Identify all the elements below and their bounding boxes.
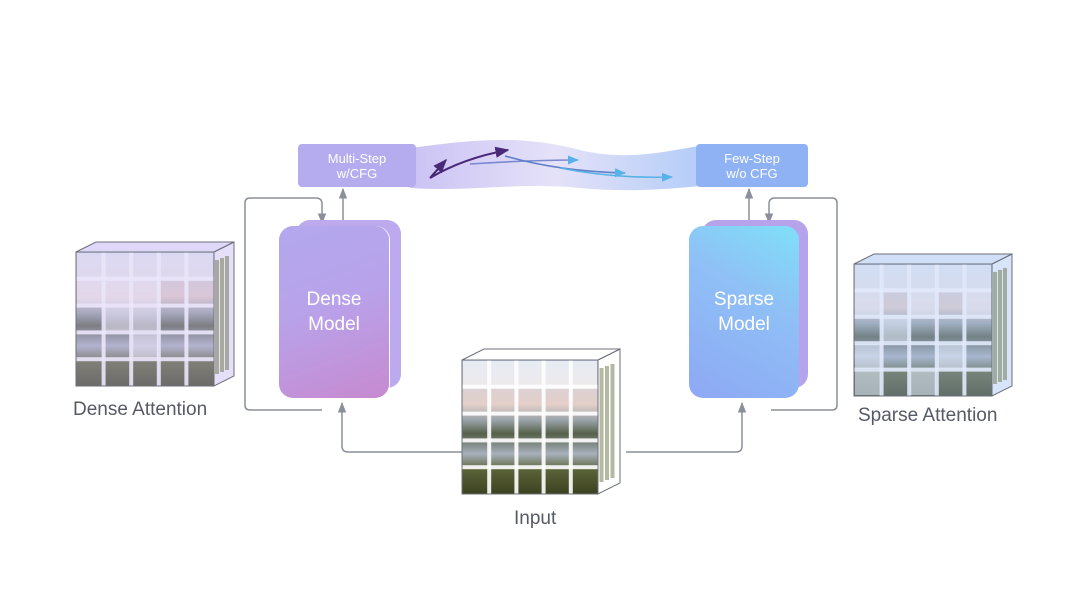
input-grid-gap <box>514 360 519 494</box>
dense-attention-caption: Dense Attention <box>73 399 208 420</box>
input-grid-gap <box>568 360 573 494</box>
few-step-line1: Few-Step <box>724 150 780 166</box>
sparse-grid-gap <box>907 264 912 396</box>
sparse-grid-gap <box>879 264 884 396</box>
sparse-masked-patch <box>937 344 964 369</box>
input-grid-gap <box>487 360 492 494</box>
dense-front-face <box>75 251 215 387</box>
input-top-face <box>461 348 621 361</box>
few-step-label: Few-Step w/o CFG <box>696 144 808 187</box>
dense-masked-patch <box>132 253 158 278</box>
few-step-line2: w/o CFG <box>726 165 778 181</box>
dense-model-line1: Dense <box>306 289 362 310</box>
sparse-top-face <box>853 253 1013 265</box>
input-caption: Input <box>514 508 557 529</box>
input-frame-edge <box>599 368 604 482</box>
input-grid-gap <box>462 465 598 470</box>
dense-masked-patch <box>104 253 131 278</box>
multi-step-line2: w/CFG <box>336 165 378 181</box>
dense-grid-gap <box>156 252 161 386</box>
input-masked-patch <box>463 361 489 386</box>
dense-masked-patch <box>132 306 158 332</box>
sparse-masked-patch <box>855 370 881 395</box>
sparse-masked-patch <box>882 317 909 343</box>
input-frame-edge <box>605 366 609 480</box>
sparse-model-line1: Sparse <box>713 289 775 310</box>
input-connectors <box>337 401 747 453</box>
sparse-tint <box>854 264 992 396</box>
dense-masked-patch <box>132 279 158 305</box>
sparse-grid-gap <box>962 264 967 396</box>
sparse-attention-caption: Sparse Attention <box>858 405 998 426</box>
input-frame-edge <box>610 364 615 478</box>
input-cube <box>461 348 621 495</box>
trajectory-band <box>410 139 700 191</box>
input-grid-gap <box>462 438 598 443</box>
sparse-masked-patch <box>910 265 936 290</box>
sparse-grid-gap <box>854 314 992 319</box>
input-grid-gap <box>462 384 598 389</box>
dense-attention-cube <box>75 241 235 387</box>
sparse-front-face <box>853 263 993 397</box>
dense-masked-patch <box>187 253 213 278</box>
dense-grid-gap <box>129 252 134 386</box>
dense-grid-gap <box>101 252 106 386</box>
sparse-masked-patch <box>910 370 936 395</box>
input-grid-gap <box>541 360 546 494</box>
dense-tint <box>76 252 214 386</box>
dense-grid-gap <box>76 330 214 335</box>
sparse-model-box: Sparse Model <box>689 226 799 398</box>
input-masked-patch <box>571 361 597 386</box>
sparse-masked-patch <box>937 265 964 290</box>
input-masked-patch <box>517 361 543 386</box>
dense-connectors <box>244 187 348 411</box>
dense-frame-edge <box>215 260 219 374</box>
dense-masked-patch <box>104 306 131 332</box>
dense-model-line2: Model <box>308 314 360 335</box>
input-masked-patch <box>544 361 570 386</box>
dense-masked-patch <box>77 253 103 278</box>
dense-masked-patch <box>77 279 103 305</box>
sparse-grid-gap <box>854 288 992 293</box>
dense-model-box: Dense Model <box>279 226 389 398</box>
sparse-masked-patch <box>855 344 881 369</box>
sparse-grid-gap <box>854 341 992 346</box>
input-tint <box>462 360 598 494</box>
dense-grid-gap <box>184 252 189 386</box>
dense-frame-edge <box>225 256 229 370</box>
sparse-masked-patch <box>882 265 909 290</box>
input-front-face <box>461 359 599 495</box>
multi-step-line1: Multi-Step <box>327 150 387 166</box>
dense-grid-gap <box>76 357 214 362</box>
sparse-grid-gap <box>854 367 992 372</box>
sparse-masked-patch <box>855 291 881 316</box>
sparse-frame-edge <box>1003 268 1007 380</box>
sparse-attention-cube <box>853 253 1013 397</box>
trajectory-arrows <box>429 146 674 182</box>
sparse-masked-patch <box>910 291 936 316</box>
dense-top-face <box>75 241 235 253</box>
sparse-model-line2: Model <box>718 314 770 335</box>
dense-masked-patch <box>104 279 131 305</box>
sparse-frame-edge <box>993 272 997 384</box>
multi-step-label: Multi-Step w/CFG <box>298 144 416 187</box>
sparse-frame-edge <box>998 270 1002 382</box>
sparse-masked-patch <box>965 265 991 290</box>
dense-grid-gap <box>76 276 214 281</box>
dense-frame-edge <box>220 258 224 372</box>
dense-masked-patch <box>159 253 186 278</box>
dense-grid-gap <box>76 303 214 308</box>
sparse-connectors <box>744 187 838 411</box>
sparse-masked-patch <box>855 265 881 290</box>
input-grid-gap <box>462 411 598 416</box>
sparse-masked-patch <box>965 291 991 316</box>
dense-masked-patch <box>132 333 158 359</box>
input-masked-patch <box>490 361 516 386</box>
sparse-grid-gap <box>934 264 939 396</box>
